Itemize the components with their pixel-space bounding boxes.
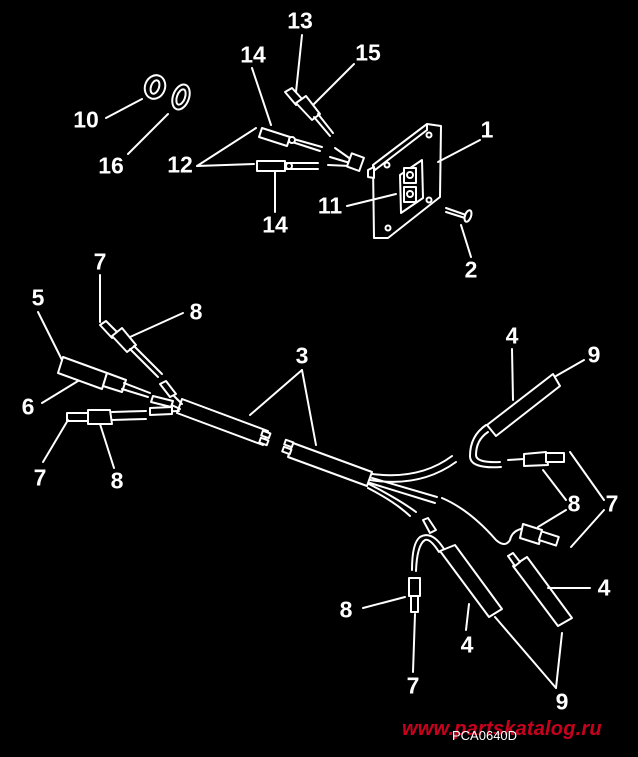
- callout-14: 14: [240, 41, 266, 68]
- callout-7: 7: [33, 464, 47, 491]
- callout-8: 8: [567, 490, 581, 517]
- callout-5: 5: [31, 284, 45, 311]
- screw-icon: [445, 207, 473, 223]
- connector-plug-icon: [519, 523, 560, 547]
- connector-plug-icon: [66, 409, 147, 425]
- callout-7: 7: [406, 672, 420, 699]
- connector-plug-icon: [408, 577, 421, 613]
- callout-7: 7: [93, 248, 107, 275]
- watermark-text: www.partskatalog.ru: [402, 718, 602, 740]
- callout-3: 3: [295, 342, 309, 369]
- resistor-tube: [507, 552, 573, 627]
- callout-8: 8: [189, 298, 203, 325]
- washer-icon: [171, 83, 191, 111]
- callout-4: 4: [460, 631, 474, 658]
- harness-sheath: [176, 398, 272, 447]
- callout-9: 9: [587, 341, 601, 368]
- terminal-pin-icon: [258, 127, 323, 152]
- connector-plug-icon: [507, 451, 565, 467]
- resistor-tube: [469, 373, 561, 469]
- callout-11: 11: [317, 192, 343, 219]
- callout-16: 16: [98, 152, 124, 179]
- callout-7: 7: [605, 490, 619, 517]
- harness-sheath: [281, 438, 373, 487]
- callout-15: 15: [355, 39, 381, 66]
- callout-8: 8: [339, 596, 353, 623]
- hex-nut-icon: [143, 74, 167, 100]
- resistor-tube: [411, 517, 503, 618]
- callout-9: 9: [555, 688, 569, 715]
- callout-4: 4: [505, 322, 519, 349]
- connector-socket-icon: [57, 356, 151, 398]
- figure-code: PCA0640D: [452, 728, 518, 743]
- callout-2: 2: [464, 256, 478, 283]
- callout-13: 13: [287, 7, 313, 34]
- callout-6: 6: [21, 393, 35, 420]
- terminal-pin-icon: [256, 160, 319, 172]
- connector-plug-icon: [284, 87, 334, 137]
- callout-10: 10: [73, 106, 99, 133]
- callout-12: 12: [167, 151, 193, 178]
- callout-4: 4: [597, 574, 611, 601]
- callout-8: 8: [110, 467, 124, 494]
- callout-14: 14: [262, 211, 288, 238]
- callout-1: 1: [480, 116, 494, 143]
- connector-plug-icon: [99, 320, 163, 378]
- switch-plate: [367, 123, 442, 239]
